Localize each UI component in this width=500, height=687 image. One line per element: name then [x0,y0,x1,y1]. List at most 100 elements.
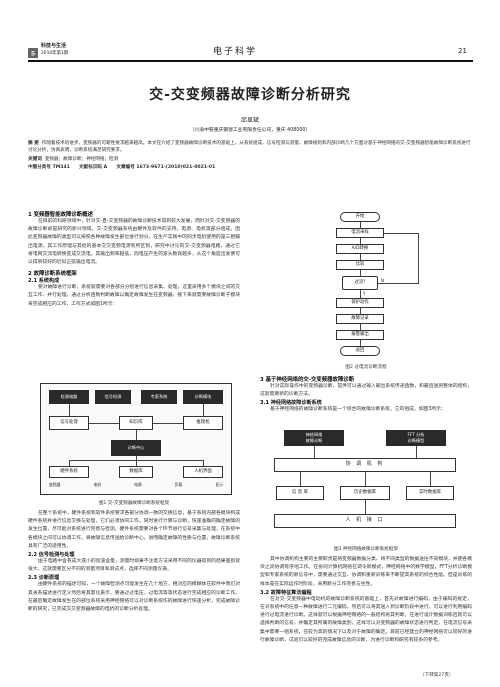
fig2-connector [360,270,361,276]
section-3-text: 针对实际操作中的变频器诊断，提供可以通过输入输出系统传递函数，和最后送到整体的结… [260,384,472,398]
fig2-connector [360,290,361,298]
fig3-nn-box: 神经网络 故障诊断 [284,430,344,446]
fig2-decision: 过流? [342,276,378,290]
svg-text:S: S [31,52,35,58]
fig2-step: 比较 [336,260,384,270]
after-fig3-text: 其中协调机构主要的主要职责是将变频器数据分类、将不同类型的数据送往不同模块，并使… [260,557,472,587]
fig2-connector [378,283,418,284]
fig2-start: 开始 [340,212,380,222]
figure-3-caption: 图3 神经网络故障诊断系统框架 [333,547,399,552]
fig3-connector [430,472,431,486]
fig1-box-inference: 推理机 [183,416,223,430]
fig3-connector [365,472,366,486]
fig2-connector [360,308,361,314]
fig1-box-hmi: 人机界面 [183,466,223,478]
fig3-module: 实时数据库 [406,486,454,500]
fig1-connector [153,423,183,424]
keywords-text: 变频器；故障诊断；神经网络；检测 [44,157,119,162]
fig3-coordinator: 协 调 机 构 [274,458,456,472]
header-rule [28,60,473,62]
fig2-connector [360,222,361,228]
journal-issue: 2010年第1期 [41,51,69,56]
fig1-label: 负载 [174,482,183,487]
section-2-title: 2 故障诊断系统框架 [28,271,77,278]
figure-1: 检测电路 信号检测 专家系统 诊断模块 信号处理 知识库 推理机 诊断中心 硬件… [40,383,232,495]
section-2-2-title: 2.2 信号检测与处理 [28,552,75,559]
fig3-connector [300,472,301,486]
section-3-2-title: 3.2 故障特征算法编程 [260,589,312,596]
fig1-box-detect: 检测电路 [49,390,89,404]
fig1-box-signal-proc: 信号处理 [49,416,89,430]
fig1-label: 电机 [93,482,102,487]
right-column-upper: 3 基于神经网络的交-交变频器故障诊断 针对实际操作中的变频器诊断，提供可以通过… [260,375,472,415]
journal-name: 科技与生活 [41,43,67,49]
fig2-connector [360,324,361,330]
section-1-text: 在目前的科研领域中，针对交-直-交变频器的故障诊断技术得到较大发展，而针对交-交… [28,219,240,266]
section-3-1-text: 基于神经网络的故障诊断系统是一个综合的故障诊断系统，它的组成，如图3所示： [270,407,446,413]
fig3-connector [314,446,315,458]
fig1-connector [89,423,119,424]
fig1-label: 变频器 [49,482,61,487]
fig1-connector [136,430,137,440]
fig1-box-diag-module: 诊断模块 [183,390,223,404]
fig1-box-database: 数据库 [119,466,153,478]
journal-logo: S [28,43,38,58]
fig2-step: 电流采样 [336,228,384,238]
fig1-connector [69,460,203,461]
classification: 中图分类号 TM341 文献标识码 A 文章编号 1673-9671-(2010… [28,165,216,170]
fig1-box-expert: 专家系统 [141,390,177,404]
figure-3: 神经网络 故障诊断 FFT 分析 诊断模型 协 调 机 构 信 息 库 历史数据… [270,430,460,542]
fig1-connector [69,404,70,416]
section-2-2-text: 由于电路中含有成大或小的谐波含量，测量时如果不注意方法采用不同的仪器得到的结果差… [28,559,240,573]
fig2-step: A/D转换 [336,244,384,254]
fig1-connector [69,460,70,466]
figure-1-caption: 图1 交-交变频器故障诊断系统框架 [98,501,170,506]
figure-2: 开始 电流采样 A/D转换 比较 过流? Y N 保护动作 故障记录 报警输出 … [280,212,450,360]
fig2-connector [418,233,419,284]
fig2-step: 报警输出 [336,330,384,340]
left-column: 1 变频器智能故障诊断概述 在目前的科研领域中，针对交-直-交变频器的故障诊断技… [28,210,240,309]
fig2-yes-label: Y [363,291,366,296]
fig1-connector [203,404,204,416]
section-3-title: 3 基于神经网络的交-交变频器故障诊断 [260,377,355,383]
article-title: 交-交变频器故障诊断分析研究 [149,87,351,103]
fig3-fft-box: FFT 分析 诊断模型 [386,430,446,446]
fig1-label: 显示 [215,482,223,487]
fig3-module: 历史数据库 [340,486,390,500]
section-1-title: 1 变频器智能故障诊断概述 [28,212,93,218]
fig1-connector [136,456,137,466]
section-2-1-text: 要对故障进行诊断，系统就需要对各部分分别进行信息采集、处理，这里采用多个模块之间… [28,285,240,307]
fig3-module: 信 息 库 [276,486,324,500]
logo-icon: S [28,48,38,58]
section-2-3-title: 2.3 诊断原理 [28,575,60,582]
abstract-text: 作随着技术的进步，变频器的可靠性要求越来越高。本文在介绍了变频器故障诊断技术的基… [28,141,471,154]
right-column-lower: 其中协调机构主要的主要职责是将变频器数据分类、将不同类型的数据送往不同模块，并使… [260,556,472,645]
fig1-label: 电源 [134,482,142,487]
fig2-no-label: N [381,278,384,283]
fig2-step: 保护动作 [336,298,384,308]
section-2-3-text: 由硬件系统的描述可知，一个故障检测点可能发生在几个地方，相对应的模糊体在软件中我… [28,582,240,613]
keywords: 关键词 变频器；故障诊断；神经网络；检测 [28,156,472,163]
fig2-end: 返回 [340,346,380,356]
fig3-connector [365,500,366,514]
fig1-box-knowledge: 知识库 [119,416,153,430]
section-title: 电子科学 [213,47,258,57]
fig1-connector [203,460,204,466]
fig1-box-hardware: 硬件系统 [49,466,89,478]
fig3-interface: 人 机 接 口 [274,514,456,528]
continued-note: （下转第27页） [420,673,454,678]
fig1-bottom-row: 变频器 电机 电源 负载 显示 [49,482,223,488]
fig3-connector [416,446,417,458]
fig1-box-signal: 信号检测 [95,390,131,404]
abstract: 摘 要 作随着技术的进步，变频器的可靠性要求越来越高。本文在介绍了变频器故障诊断… [28,140,472,154]
fig2-connector [360,254,361,260]
article-affiliation: （川渝中铁重庆钢窗工业有限责任公司，重庆 408000） [189,128,311,133]
fig2-connector [360,340,361,346]
section-3-2-text: 在对交-交变频器中电动机的故障诊断系统的基础上，首先对故障进行编码，由于编码的规… [260,596,472,643]
article-author: 邱显斌 [240,117,259,124]
fig2-connector [360,238,361,244]
after-fig1-text: 在整个系统中，硬件系统和软件系统要求各部分协调一致的交换信息，基于系统内部各模块… [28,511,240,549]
fig2-step: 故障记录 [336,314,384,324]
section-3-1-title: 3.1 神经网络故障诊断系统 [260,400,322,407]
keywords-label: 关键词 [28,157,42,162]
